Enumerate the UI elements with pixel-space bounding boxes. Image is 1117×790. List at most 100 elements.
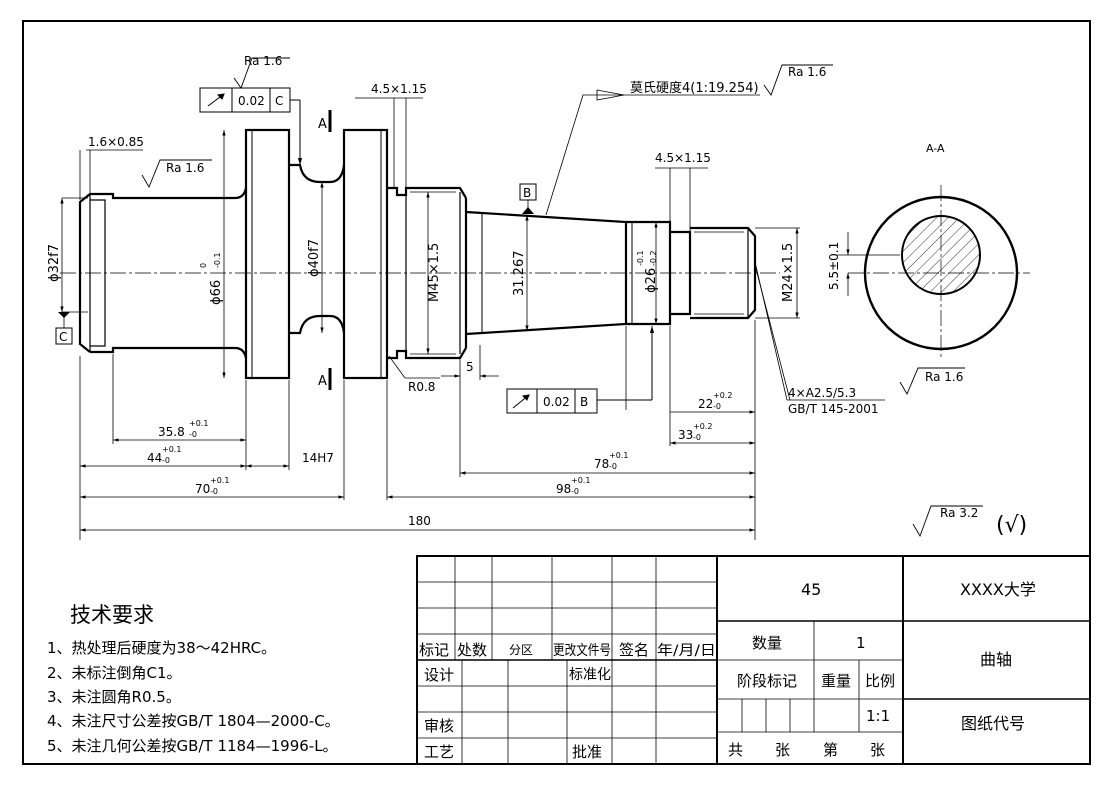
dim-22-tol-up: +0.2 — [713, 391, 732, 400]
dim-44-tol-dn: -0 — [162, 456, 170, 465]
dim-d66: ϕ66 — [209, 280, 224, 305]
sheet-unit-2: 张 — [870, 741, 885, 759]
role-review: 审核 — [424, 717, 454, 735]
sheet-no: 第 — [823, 741, 838, 759]
role-approve: 批准 — [572, 743, 602, 761]
dim-m24: M24×1.5 — [781, 243, 796, 302]
dim-98-tol-dn: -0 — [571, 487, 579, 496]
dim-78-tol-dn: -0 — [609, 462, 617, 471]
ra-taper: Ra 1.6 — [788, 65, 826, 79]
length-dims — [79, 320, 756, 540]
dim-78-tol-up: +0.1 — [609, 451, 628, 460]
dim-22-tol-dn: -0 — [713, 402, 721, 411]
dim-22: 22 — [698, 397, 713, 411]
dim-180: 180 — [408, 514, 431, 528]
dim-d66-tol-up: 0 — [199, 263, 208, 268]
requirement-1: 1、热处理后硬度为38～42HRC。 — [47, 639, 276, 657]
dim-m45: M45×1.5 — [427, 243, 442, 302]
rev-header-zone: 分区 — [509, 643, 533, 657]
r08-leader — [388, 355, 406, 379]
top-dims — [79, 97, 708, 232]
dim-98-tol-up: +0.1 — [571, 476, 590, 485]
rev-header-date: 年/月/日 — [657, 643, 716, 659]
section-a-a-view — [835, 185, 1030, 360]
quantity: 1 — [856, 634, 866, 652]
quantity-label: 数量 — [752, 634, 782, 652]
dim-33-tol-up: +0.2 — [693, 422, 712, 431]
dim-33-tol-dn: -0 — [693, 433, 701, 442]
gdt1-datum: C — [275, 94, 283, 108]
role-process: 工艺 — [424, 743, 454, 761]
dim-r08: R0.8 — [408, 380, 435, 394]
dim-70: 70 — [195, 482, 210, 496]
section-mark-bottom: A — [318, 374, 327, 389]
dim-d32: ϕ32f7 — [47, 244, 62, 282]
gdt2-value: 0.02 — [543, 395, 570, 409]
taper-note: 莫氏硬度4(1:19.254) — [630, 80, 759, 96]
gdt2-datum: B — [580, 395, 588, 409]
datum-b-label: B — [523, 186, 531, 200]
company: XXXX大学 — [960, 580, 1036, 599]
dim-groove-1: 4.5×1.15 — [371, 82, 427, 96]
dim-35-8-tol-dn: -0 — [189, 430, 197, 439]
drawing-number: 图纸代号 — [961, 714, 1025, 733]
centre-holes-note: 4×A2.5/5.3 — [788, 386, 856, 400]
gdt1-value: 0.02 — [238, 94, 265, 108]
gdt-frame-2 — [506, 326, 655, 414]
role-standard: 标准化 — [569, 667, 611, 683]
requirements-title: 技术要求 — [70, 603, 154, 627]
requirement-4: 4、未注尺寸公差按GB/T 1804—2000-C。 — [47, 712, 340, 730]
dim-chamfer-left: 1.6×0.85 — [88, 135, 144, 149]
dim-five: 5 — [466, 360, 474, 374]
ra-general: Ra 3.2 — [940, 506, 978, 520]
dim-14h7: 14H7 — [302, 451, 334, 465]
roughness-symbols — [141, 57, 983, 538]
section-mark-top: A — [318, 117, 327, 132]
dim-taper: 31.267 — [512, 251, 527, 297]
ra-general-mark: (√) — [996, 513, 1027, 538]
role-design: 设计 — [424, 666, 454, 684]
requirement-5: 5、未注几何公差按GB/T 1184—1996-L。 — [47, 737, 338, 755]
ra-gdt1: Ra 1.6 — [244, 54, 282, 68]
shaft-outline — [78, 128, 757, 380]
dim-d40: ϕ40f7 — [307, 239, 322, 277]
dim-44: 44 — [147, 451, 162, 465]
dim-70-tol-dn: -0 — [210, 487, 218, 496]
weight-label: 重量 — [821, 672, 851, 690]
ra-left: Ra 1.6 — [166, 161, 204, 175]
sheet-unit-1: 张 — [775, 741, 790, 759]
part-name: 曲轴 — [980, 650, 1012, 669]
diameter-dims — [60, 130, 800, 378]
gdt-frame-1 — [199, 87, 303, 165]
dim-44-tol-up: +0.1 — [162, 445, 181, 454]
dim-70-tol-up: +0.1 — [210, 476, 229, 485]
datum-c-label: C — [59, 330, 67, 344]
scale-label: 比例 — [865, 672, 895, 690]
key-dim: 5.5±0.1 — [827, 242, 841, 290]
section-title: A-A — [926, 142, 945, 155]
centre-holes-std: GB/T 145-2001 — [788, 402, 879, 416]
taper-leader — [545, 89, 760, 216]
rev-header-mark: 标记 — [419, 641, 449, 659]
dim-d26-tol-dn: -0.2 — [649, 250, 658, 266]
dim-groove-2: 4.5×1.15 — [655, 151, 711, 165]
dim-d66-tol-dn: -0.1 — [213, 252, 222, 268]
sheet-total: 共 — [728, 741, 743, 759]
requirement-3: 3、未注圆角R0.5。 — [47, 688, 181, 706]
dim-d26-tol-up: -0.1 — [636, 250, 645, 266]
dim-d26: ϕ26 — [644, 268, 659, 293]
rev-header-count: 处数 — [457, 641, 487, 659]
dim-33: 33 — [678, 428, 693, 442]
stage-label: 阶段标记 — [737, 672, 797, 690]
material: 45 — [801, 580, 821, 599]
dim-35-8: 35.8 — [158, 425, 185, 439]
rev-header-sign: 签名 — [619, 641, 649, 659]
rev-header-docno: 更改文件号 — [553, 643, 611, 659]
centre-hole-leader — [754, 261, 885, 401]
dim-78: 78 — [594, 457, 609, 471]
title-block — [416, 555, 1091, 765]
scale: 1:1 — [866, 707, 890, 725]
dim-35-8-tol-up: +0.1 — [189, 419, 208, 428]
requirement-2: 2、未标注倒角C1。 — [47, 664, 182, 682]
